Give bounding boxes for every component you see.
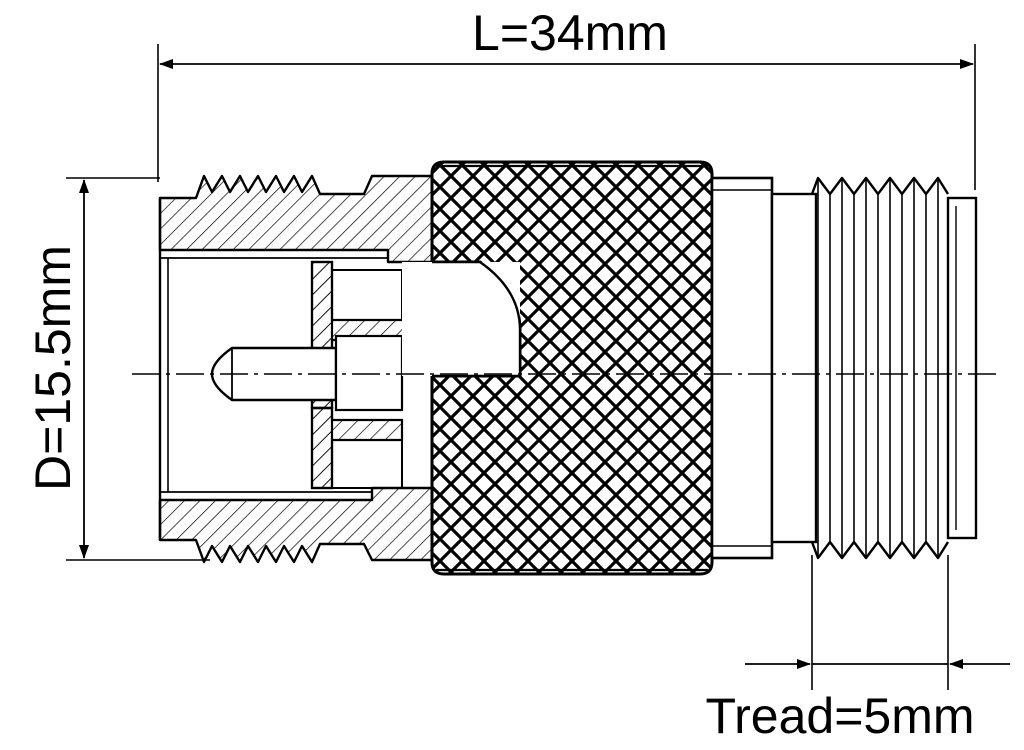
pin-collar bbox=[334, 334, 404, 412]
thread-label: Tread=5mm bbox=[705, 688, 974, 744]
insulator-block-lower bbox=[310, 406, 334, 490]
nut-cutaway bbox=[402, 262, 520, 376]
right-neck bbox=[770, 192, 818, 544]
lower-wall-section bbox=[158, 486, 434, 564]
thread-crest-lines bbox=[817, 178, 939, 558]
right-collar bbox=[710, 176, 774, 560]
thread-dimension: Tread=5mm bbox=[705, 555, 1010, 744]
diameter-dimension: D=15.5mm bbox=[25, 177, 210, 561]
diameter-label: D=15.5mm bbox=[25, 245, 81, 491]
right-body bbox=[710, 176, 978, 560]
nut-cutaway-edge bbox=[432, 260, 522, 378]
length-dimension: L=34mm bbox=[157, 5, 976, 190]
upper-wall-section bbox=[158, 174, 434, 264]
right-thread-bottom bbox=[810, 540, 950, 560]
right-end-face bbox=[946, 196, 978, 540]
right-thread-top bbox=[810, 176, 950, 196]
knurled-nut bbox=[402, 160, 714, 576]
length-label: L=34mm bbox=[472, 5, 668, 61]
